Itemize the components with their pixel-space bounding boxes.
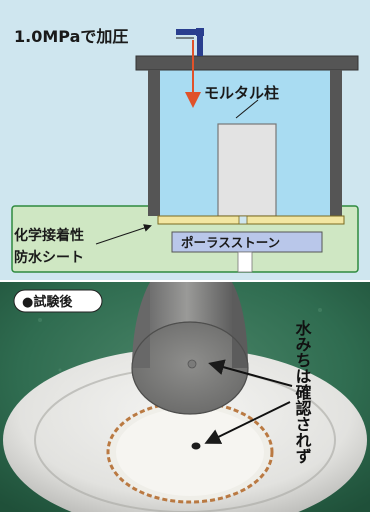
- caption-arrow-hole: [204, 401, 291, 444]
- stone-label: ポーラスストーン: [181, 235, 280, 250]
- lid-plate: [135, 55, 359, 71]
- test-badge-label: ●試験後: [22, 294, 73, 310]
- membrane-layer: [157, 215, 345, 225]
- column-label: モルタル柱: [204, 84, 279, 102]
- test-hole: [191, 442, 201, 450]
- photo-caption: 水みちは確認されず: [293, 319, 312, 464]
- pipe-elbow: [196, 28, 204, 36]
- membrane-label-line2: 防水シート: [14, 249, 84, 266]
- column-leader: [235, 99, 259, 119]
- test-badge: [13, 289, 103, 313]
- mortar-column: [217, 123, 277, 217]
- vessel-wall-left: [148, 70, 160, 216]
- cylinder-center-mark: [187, 359, 197, 369]
- membrane-leader: [95, 224, 152, 245]
- membrane-hole: [238, 215, 248, 225]
- cylinder-right-shade: [232, 282, 248, 368]
- drain-outlet: [237, 251, 253, 273]
- test-area: [116, 408, 264, 496]
- vessel-wall-right: [330, 70, 342, 216]
- cylinder-left-shade: [132, 282, 150, 368]
- membrane-label-line1: 化学接着性: [14, 227, 84, 244]
- pressure-label: 1.0MPaで加圧: [14, 27, 128, 46]
- caption-arrow-column: [208, 359, 293, 387]
